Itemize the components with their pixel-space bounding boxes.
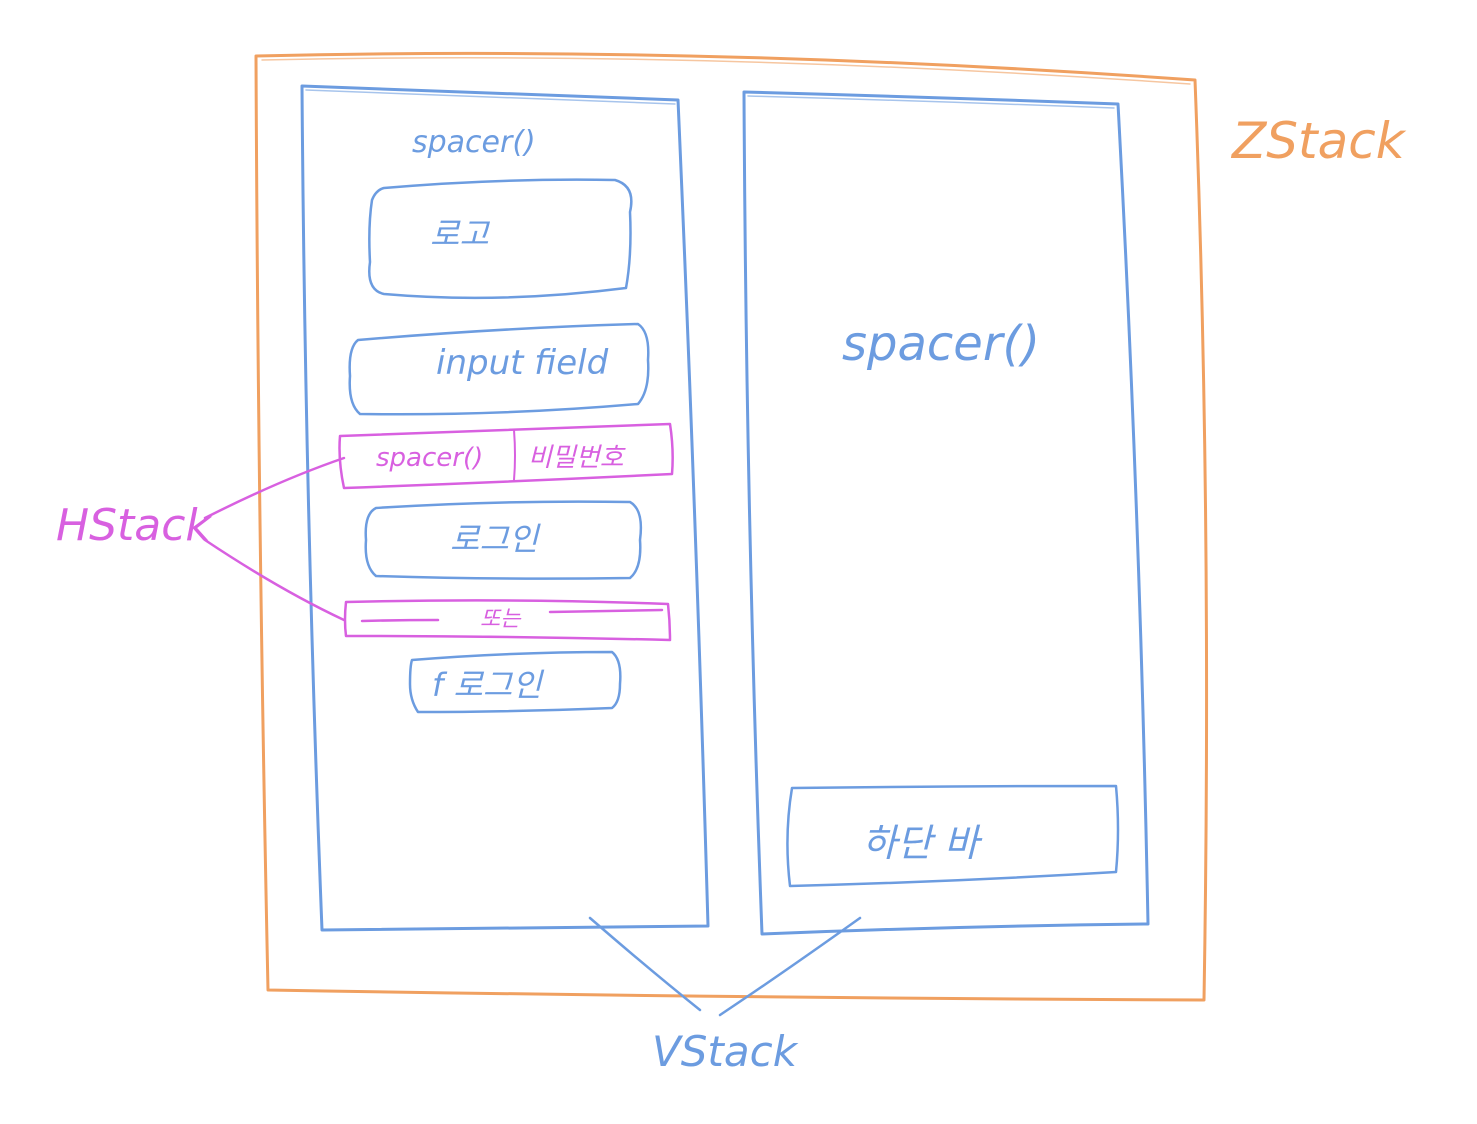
zstack-frame [254,51,1209,1002]
bottom-bar-label: 하단 바 [862,821,983,865]
hstack-label: HStack [56,500,212,551]
hstack-spacer-label: spacer() [376,443,483,473]
facebook-login-button[interactable]: f 로그인 [408,650,622,714]
divider-or-label: 또는 [480,607,522,632]
vstack-pointer-lines [588,916,862,1017]
facebook-login-label: f 로그인 [432,666,544,704]
left-vstack-frame [300,84,710,932]
forgot-password-link[interactable]: 비밀번호 [528,443,626,473]
divider-hstack-row: 또는 [343,599,672,642]
vstack-label: VStack [652,1027,799,1076]
right-spacer-label: spacer() [842,316,1040,372]
right-vstack-frame [742,90,1150,936]
input-field-label: input field [436,343,609,383]
bottom-bar[interactable]: 하단 바 [786,784,1120,888]
password-hstack-row: spacer() 비밀번호 [338,422,674,490]
zstack-label: ZStack [1230,112,1407,170]
top-spacer-label: spacer() [412,125,536,160]
logo-label: 로고 [430,215,490,253]
hstack-pointer-lines [203,456,346,622]
input-field[interactable]: input field [348,322,650,416]
login-button[interactable]: 로그인 [364,500,643,580]
logo-box: 로고 [368,178,633,300]
login-button-label: 로그인 [450,520,541,558]
